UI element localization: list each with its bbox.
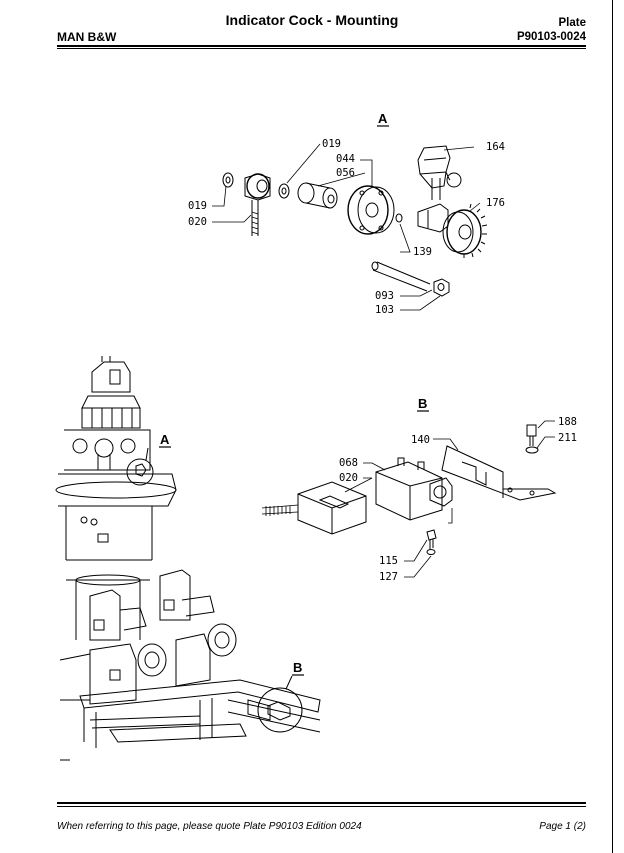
part-label-056: 056: [336, 167, 355, 179]
part-label-068: 068: [339, 457, 358, 469]
detail-a-title: A: [378, 111, 388, 126]
brand-name: MAN B&W: [57, 30, 117, 44]
overview-callout-a: A: [160, 432, 170, 447]
page-title: Indicator Cock - Mounting: [225, 12, 399, 28]
part-label-188: 188: [558, 416, 577, 428]
detail-a-drawing: [222, 145, 488, 297]
part-label-044: 044: [336, 153, 355, 165]
detail-b-leaders: [344, 420, 555, 578]
header-rule-thin: [57, 48, 586, 49]
part-label-139: 139: [413, 246, 432, 258]
detail-b-drawing: [261, 424, 557, 555]
footer-rule: [57, 802, 586, 804]
part-label-115: 115: [379, 555, 398, 567]
footer-page-number: Page 1 (2): [539, 821, 586, 832]
detail-b-title: B: [418, 396, 427, 411]
part-label-020-a: 020: [188, 216, 207, 228]
detail-a-leaders: [212, 143, 481, 311]
plate-label: Plate: [558, 17, 587, 29]
overview-drawing: [55, 356, 321, 761]
part-label-019-left: 019: [188, 200, 207, 212]
part-label-103: 103: [375, 304, 394, 316]
header-rule: [57, 45, 586, 47]
part-label-127: 127: [379, 571, 398, 583]
plate-number: P90103-0024: [516, 31, 586, 43]
part-label-164: 164: [486, 141, 505, 153]
part-label-093: 093: [375, 290, 394, 302]
footer-reference-note: When referring to this page, please quot…: [57, 821, 362, 832]
part-label-176: 176: [486, 197, 505, 209]
part-label-020-b: 020: [339, 472, 358, 484]
footer-rule-thin: [57, 806, 586, 807]
plate-info: Plate P90103-0024: [517, 16, 586, 44]
part-label-019-top: 019: [322, 138, 341, 150]
overview-callout-b: B: [293, 660, 302, 675]
part-label-211: 211: [558, 432, 577, 444]
page-edge: [612, 0, 613, 853]
part-label-140: 140: [411, 434, 430, 446]
